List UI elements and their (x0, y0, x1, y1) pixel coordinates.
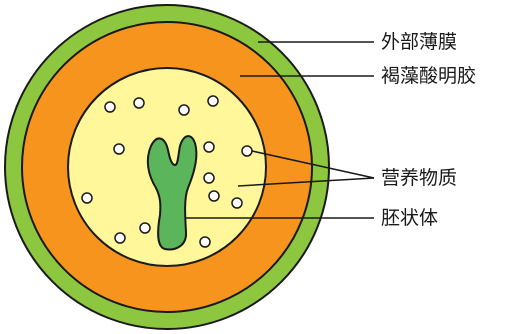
nutrient-particle (82, 193, 92, 203)
nutrient-particle (134, 98, 144, 108)
label-embryoid: 胚状体 (381, 209, 438, 228)
nutrient-particle (114, 144, 124, 154)
nutrient-particle (179, 105, 189, 115)
nutrient-particle (200, 237, 210, 247)
nutrient-particle (232, 198, 242, 208)
nutrient-particle (204, 142, 214, 152)
nutrient-particle (115, 233, 125, 243)
nutrient-particle (140, 223, 150, 233)
nutrient-particle (204, 173, 214, 183)
label-nutrients: 营养物质 (381, 169, 457, 188)
label-alginate: 褐藻酸明胶 (381, 67, 476, 86)
nutrient-particle (209, 191, 219, 201)
nutrient-particle (208, 96, 218, 106)
nutrient-particle (242, 146, 252, 156)
nutrient-particle (105, 102, 115, 112)
label-outer-membrane: 外部薄膜 (381, 33, 457, 52)
